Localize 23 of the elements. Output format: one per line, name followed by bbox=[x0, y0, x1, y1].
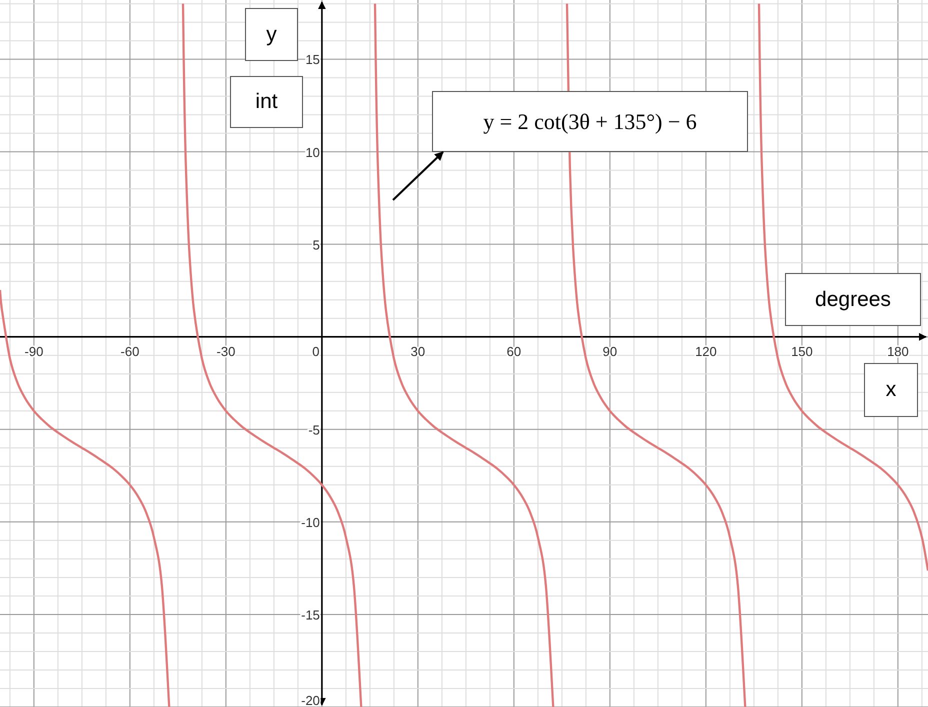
tick-label: 30 bbox=[410, 344, 426, 359]
tick-label: -90 bbox=[24, 344, 44, 359]
tick-label: -30 bbox=[216, 344, 236, 359]
tick-label: 15 bbox=[305, 52, 320, 68]
tick-label: -20 bbox=[301, 693, 320, 707]
tick-label: 120 bbox=[695, 344, 717, 359]
tick-label: -5 bbox=[308, 422, 320, 438]
tick-label: 10 bbox=[305, 144, 320, 160]
tick-label: 90 bbox=[602, 344, 618, 359]
tick-label: -10 bbox=[301, 514, 320, 530]
tick-label: 60 bbox=[506, 344, 522, 359]
label-box: y bbox=[245, 8, 298, 61]
tick-label: 180 bbox=[887, 344, 909, 359]
tick-label: 150 bbox=[791, 344, 813, 359]
tick-label: -60 bbox=[120, 344, 140, 359]
tick-label: -15 bbox=[301, 607, 320, 622]
label-box: int bbox=[230, 76, 303, 128]
equation-box: y = 2 cot(3θ + 135°) − 6 bbox=[432, 91, 748, 152]
label-box: x bbox=[864, 363, 918, 417]
label-box: degrees bbox=[785, 273, 921, 326]
tick-label: 0 bbox=[312, 344, 320, 359]
arrow bbox=[392, 151, 444, 201]
tick-label: 5 bbox=[312, 237, 320, 252]
